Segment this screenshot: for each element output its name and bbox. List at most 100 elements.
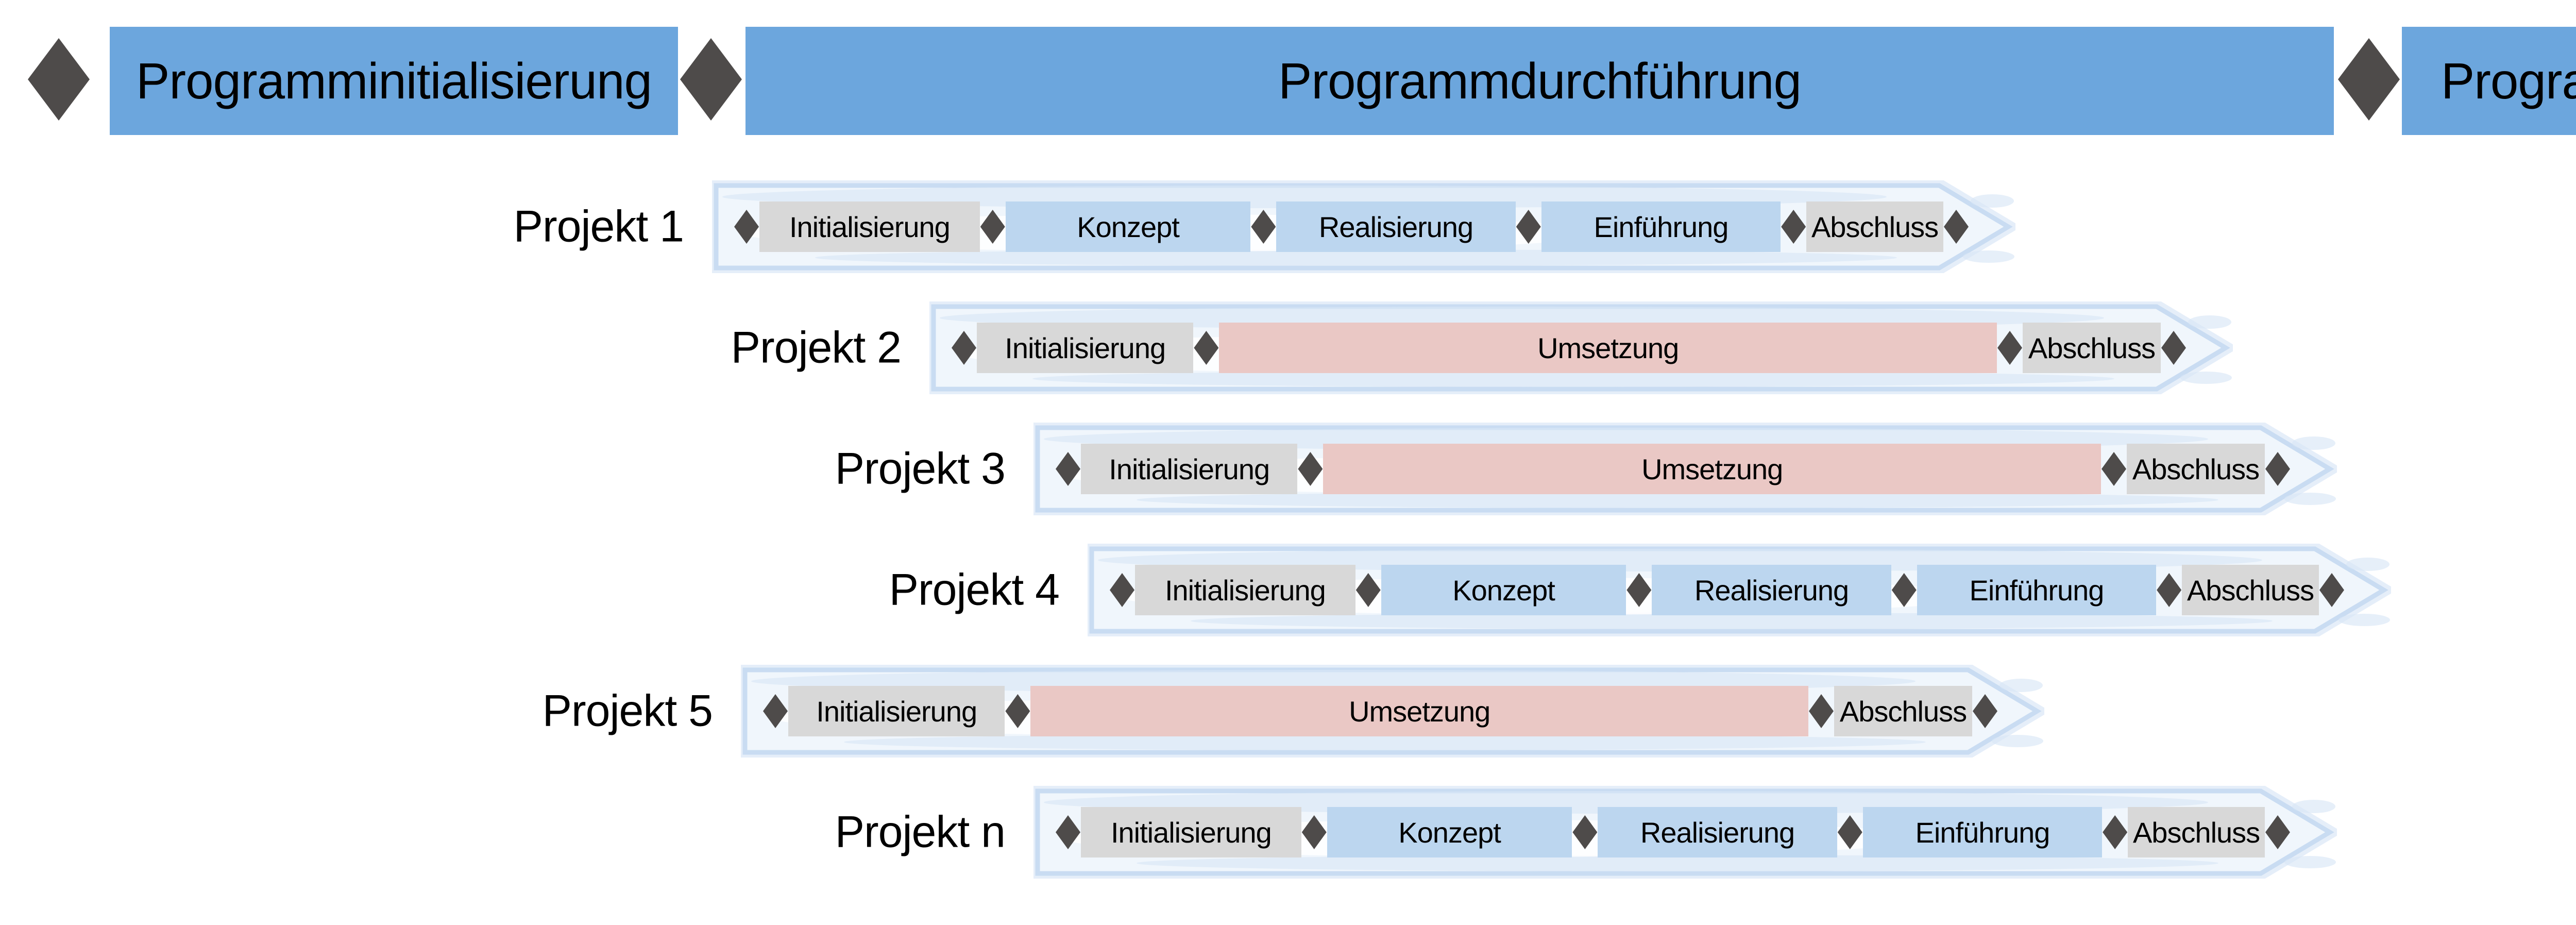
project-row: Initialisierung Umsetzung Abschluss Proj… bbox=[543, 665, 2044, 758]
stage-bar-label: Programmabschluss bbox=[2441, 52, 2576, 109]
milestone-diamond-icon bbox=[2161, 331, 2186, 365]
phase-label: Abschluss bbox=[2028, 331, 2156, 364]
phase-box: Abschluss bbox=[1834, 686, 1972, 736]
phase-box: Einführung bbox=[1862, 807, 2103, 857]
phase-box: Initialisierung bbox=[1135, 565, 1355, 615]
phase-box: Abschluss bbox=[2023, 323, 2161, 373]
phase-box: Umsetzung bbox=[1219, 323, 1997, 373]
milestone-diamond-icon bbox=[1943, 210, 1969, 244]
phase-label: Initialisierung bbox=[1110, 816, 1272, 849]
project-row: Initialisierung Konzept Realisierung Ein… bbox=[514, 180, 2015, 273]
milestone-diamond-icon bbox=[1516, 210, 1541, 244]
milestone-diamond-icon bbox=[1626, 573, 1652, 607]
milestone-diamond-icon bbox=[1056, 815, 1080, 849]
stage-bar-label: Programmdurchführung bbox=[1278, 52, 1802, 109]
milestone-diamond-icon bbox=[1005, 694, 1030, 728]
phase-box: Realisierung bbox=[1276, 201, 1516, 252]
milestone-diamond-icon bbox=[1837, 815, 1862, 849]
phase-track: Initialisierung Umsetzung Abschluss bbox=[1033, 423, 2337, 515]
phase-box: Umsetzung bbox=[1323, 444, 2102, 494]
phase-label: Initialisierung bbox=[1109, 452, 1270, 485]
stage-bar-programmdurchfuehrung: Programmdurchführung bbox=[745, 27, 2334, 135]
milestone-diamond-icon bbox=[1110, 573, 1134, 607]
milestone-diamond-icon bbox=[1572, 815, 1598, 849]
phase-label: Konzept bbox=[1452, 574, 1555, 607]
milestone-diamond-icon bbox=[1809, 694, 1834, 728]
phase-track: Initialisierung Konzept Realisierung Ein… bbox=[1088, 544, 2391, 636]
phase-box: Initialisierung bbox=[788, 686, 1005, 736]
phase-box: Initialisierung bbox=[1081, 807, 1301, 857]
phase-label: Einführung bbox=[1594, 210, 1729, 243]
milestone-diamond-icon bbox=[1301, 815, 1327, 849]
phase-box: Initialisierung bbox=[759, 201, 980, 252]
project-label: Projekt 1 bbox=[513, 201, 684, 251]
project-row: Initialisierung Konzept Realisierung Ein… bbox=[835, 786, 2337, 879]
project-row: Initialisierung Konzept Realisierung Ein… bbox=[889, 544, 2391, 636]
phase-label: Konzept bbox=[1398, 816, 1501, 849]
milestone-diamond-icon bbox=[2265, 815, 2290, 849]
milestone-diamond-icon bbox=[1056, 452, 1080, 486]
phase-box: Abschluss bbox=[1806, 201, 1943, 252]
milestone-diamond-icon bbox=[2157, 573, 2182, 607]
phase-label: Abschluss bbox=[2132, 816, 2260, 849]
phase-label: Abschluss bbox=[1839, 695, 1967, 728]
project-row: Initialisierung Umsetzung Abschluss Proj… bbox=[731, 301, 2233, 394]
phase-label: Abschluss bbox=[1811, 210, 1939, 243]
milestone-diamond-icon bbox=[1997, 331, 2023, 365]
phase-label: Initialisierung bbox=[1005, 331, 1166, 364]
phase-label: Einführung bbox=[1969, 574, 2105, 607]
phase-box: Konzept bbox=[1327, 807, 1572, 857]
phase-label: Initialisierung bbox=[816, 695, 977, 728]
milestone-diamond-icon bbox=[2265, 452, 2290, 486]
milestone-diamond-icon bbox=[2103, 815, 2128, 849]
phase-label: Realisierung bbox=[1640, 816, 1795, 849]
phase-box: Abschluss bbox=[2128, 807, 2265, 857]
milestone-diamond-icon bbox=[1251, 210, 1276, 244]
milestone-diamond-icon bbox=[28, 38, 90, 121]
milestone-diamond-icon bbox=[763, 694, 788, 728]
phase-box: Konzept bbox=[1381, 565, 1626, 615]
phase-label: Konzept bbox=[1077, 210, 1179, 243]
phase-box: Initialisierung bbox=[1081, 444, 1298, 494]
phase-label: Initialisierung bbox=[1164, 574, 1326, 607]
phase-track: Initialisierung Umsetzung Abschluss bbox=[741, 665, 2044, 758]
phase-label: Abschluss bbox=[2132, 452, 2260, 485]
project-label: Projekt 4 bbox=[889, 565, 1060, 615]
milestone-diamond-icon bbox=[734, 210, 759, 244]
milestone-diamond-icon bbox=[680, 38, 742, 121]
phase-label: Realisierung bbox=[1694, 574, 1849, 607]
phase-label: Abschluss bbox=[2187, 574, 2314, 607]
project-label: Projekt 3 bbox=[835, 444, 1006, 494]
phase-label: Realisierung bbox=[1318, 210, 1473, 243]
phase-track: Initialisierung Konzept Realisierung Ein… bbox=[1033, 786, 2337, 879]
phase-box: Einführung bbox=[1917, 565, 2157, 615]
phase-box: Abschluss bbox=[2127, 444, 2265, 494]
milestone-diamond-icon bbox=[2319, 573, 2344, 607]
milestone-diamond-icon bbox=[2102, 452, 2127, 486]
phase-label: Umsetzung bbox=[1537, 331, 1679, 364]
stage-bar-label: Programminitialisierung bbox=[136, 52, 652, 109]
phase-label: Initialisierung bbox=[789, 210, 951, 243]
project-label: Projekt n bbox=[835, 807, 1006, 857]
phase-box: Realisierung bbox=[1652, 565, 1891, 615]
milestone-diamond-icon bbox=[1194, 331, 1219, 365]
phase-label: Umsetzung bbox=[1349, 695, 1490, 728]
phase-label: Einführung bbox=[1915, 816, 2050, 849]
milestone-diamond-icon bbox=[1298, 452, 1323, 486]
milestone-diamond-icon bbox=[1781, 210, 1806, 244]
milestone-diamond-icon bbox=[2338, 38, 2400, 121]
project-label: Projekt 5 bbox=[542, 686, 713, 736]
milestone-diamond-icon bbox=[980, 210, 1005, 244]
phase-box: Abschluss bbox=[2182, 565, 2319, 615]
phase-box: Initialisierung bbox=[977, 323, 1194, 373]
milestone-diamond-icon bbox=[1973, 694, 1997, 728]
milestone-diamond-icon bbox=[1355, 573, 1381, 607]
phase-box: Konzept bbox=[1005, 201, 1251, 252]
stage-bar-programminitialisierung: Programminitialisierung bbox=[110, 27, 678, 135]
phase-track: Initialisierung Konzept Realisierung Ein… bbox=[712, 180, 2015, 273]
project-row: Initialisierung Umsetzung Abschluss Proj… bbox=[835, 423, 2337, 515]
milestone-diamond-icon bbox=[952, 331, 976, 365]
project-label: Projekt 2 bbox=[731, 323, 902, 373]
phase-box: Realisierung bbox=[1598, 807, 1837, 857]
